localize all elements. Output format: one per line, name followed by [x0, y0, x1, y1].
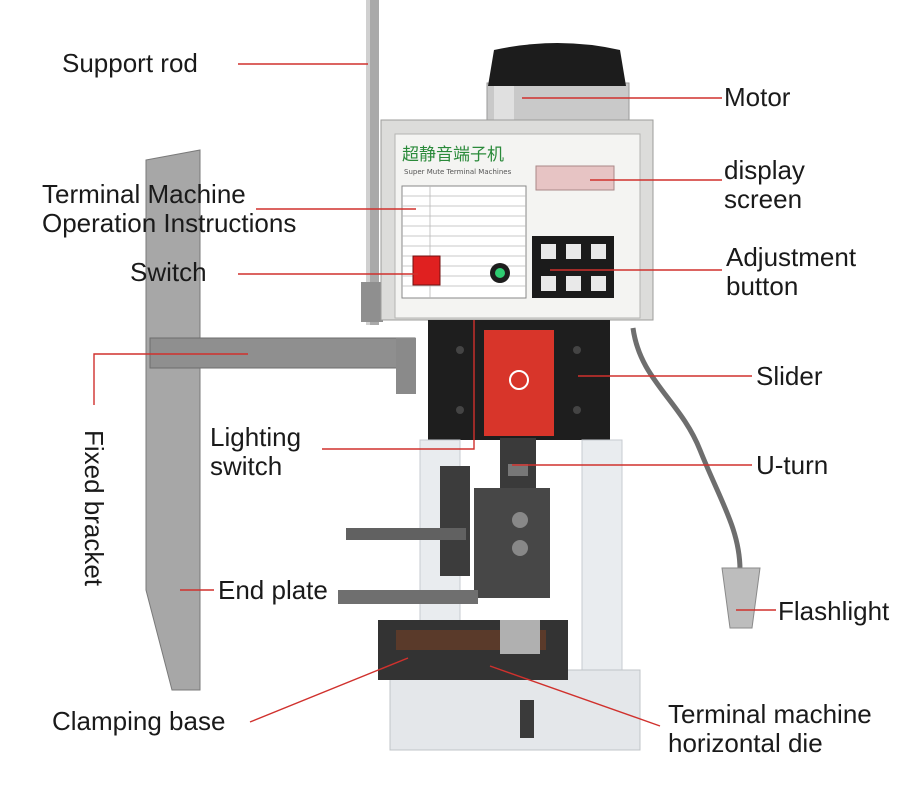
flashlight [630, 327, 761, 629]
motor [486, 43, 630, 124]
support-rod [361, 0, 383, 325]
adjustment-key[interactable] [591, 244, 606, 259]
u-turn [500, 438, 536, 494]
label-operation-instructions-line1: Terminal Machine [42, 179, 246, 209]
label-end-plate: End plate [218, 575, 328, 605]
label-display-screen-line2: screen [724, 184, 803, 214]
label-fixed-bracket: Fixed bracket [79, 430, 109, 587]
label-operation-instructions-line2: Operation Instructions [42, 208, 297, 238]
adjustment-key[interactable] [541, 244, 556, 259]
machine-title-en: Super Mute Terminal Machines [404, 168, 512, 176]
label-horizontal-die-line2: horizontal die [668, 728, 823, 758]
slider-housing [428, 320, 610, 440]
label-horizontal-die-line1: Terminal machine [668, 699, 872, 729]
machine-title-cn: 超静音端子机 [402, 145, 504, 165]
adjustment-key[interactable] [566, 276, 581, 291]
adjustment-button-panel [532, 236, 614, 298]
label-motor: Motor [724, 82, 791, 112]
label-adjustment-button-line2: button [726, 271, 799, 301]
label-clamping-base: Clamping base [52, 706, 226, 736]
applicator-die [338, 466, 550, 604]
adjustment-key[interactable] [541, 276, 556, 291]
label-lighting-switch-line2: switch [210, 451, 283, 481]
adjustment-key[interactable] [591, 276, 606, 291]
label-support-rod: Support rod [62, 48, 198, 78]
display-screen [535, 165, 615, 191]
adjustment-key[interactable] [566, 244, 581, 259]
label-flashlight: Flashlight [778, 596, 890, 626]
clamping-base [378, 620, 568, 680]
label-lighting-switch-line1: Lighting [210, 422, 302, 452]
label-display-screen-line1: display [724, 155, 805, 185]
power-switch[interactable] [412, 255, 441, 286]
label-slider: Slider [756, 361, 823, 391]
label-switch: Switch [130, 257, 207, 287]
fixed-bracket [145, 149, 416, 691]
label-adjustment-button-line1: Adjustment [726, 242, 857, 272]
label-u-turn: U-turn [756, 450, 829, 480]
leader-lines [93, 63, 776, 727]
